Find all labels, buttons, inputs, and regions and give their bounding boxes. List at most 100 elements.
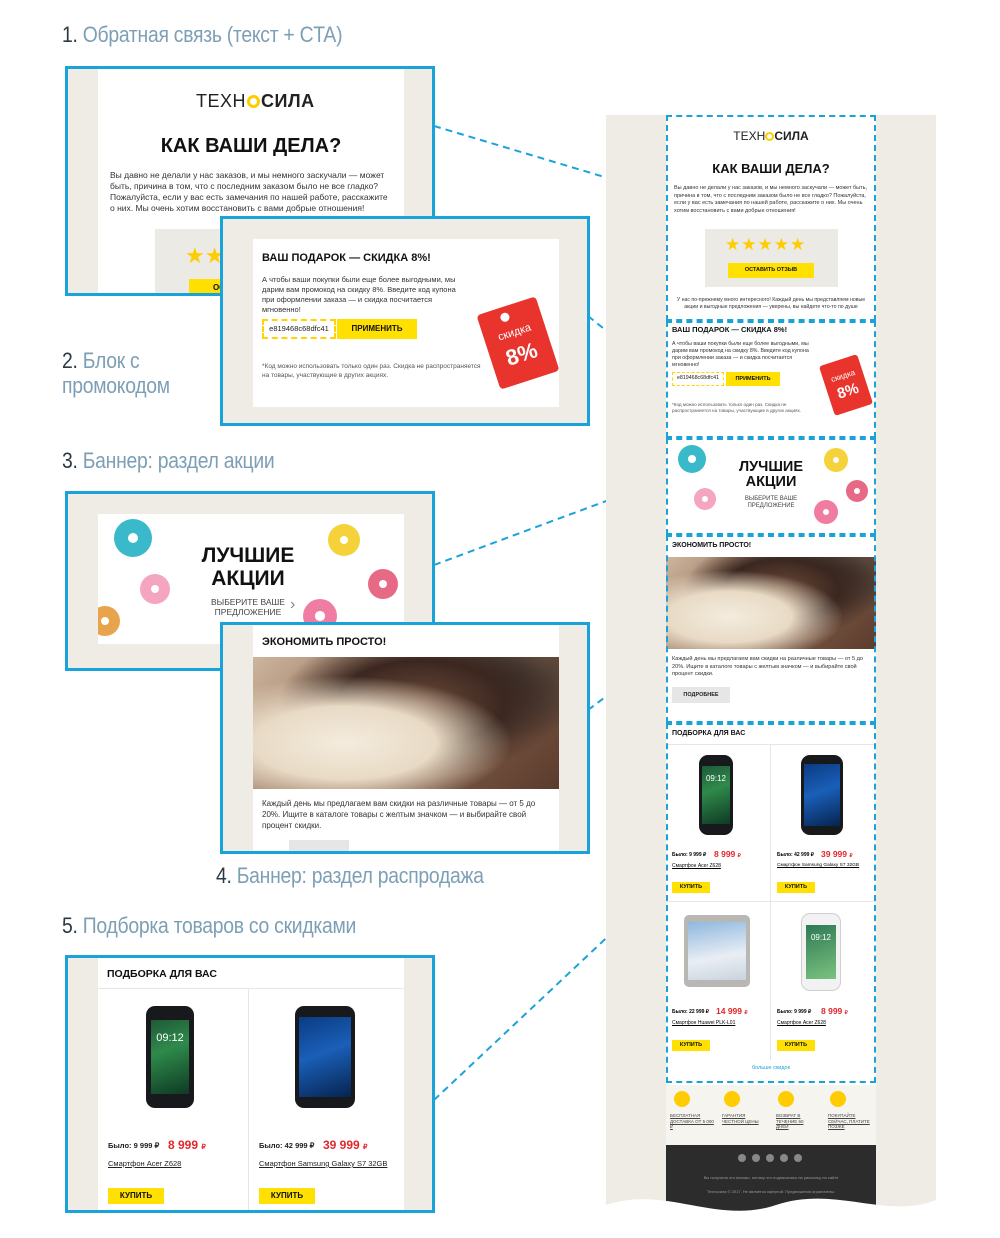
divider	[770, 744, 771, 1060]
rating-stars[interactable]: ★★★★★	[725, 235, 807, 254]
product-name-link[interactable]: Смартфон Acer Z628	[777, 1020, 826, 1026]
benefit-label[interactable]: БЕСПЛАТНАЯ ДОСТАВКА ОТ 5 000 ₽	[670, 1113, 714, 1129]
products-title: ПОДБОРКА ДЛЯ ВАС	[672, 730, 746, 737]
donut-icon	[694, 488, 716, 510]
section-outline-4	[666, 535, 876, 723]
promo-title: ВАШ ПОДАРОК — СКИДКА 8%!	[262, 252, 431, 264]
more-button[interactable]: ПОДРОБНЕЕ	[672, 687, 730, 703]
divider	[248, 988, 249, 1210]
more-discounts-link[interactable]: больше скидок	[751, 1065, 791, 1071]
product-price: 14 999 ₽	[716, 1006, 748, 1016]
mother-baby-photo	[253, 657, 559, 789]
product-old-price: Было: 42 999 ₽	[259, 1141, 315, 1150]
section-outline-5	[666, 723, 876, 1083]
product-price: 39 999 ₽	[323, 1138, 368, 1152]
product-card[interactable]: Было: 22 999 ₽ 14 999 ₽ Смартфон Huawei …	[666, 903, 770, 1059]
buy-button[interactable]: КУПИТЬ	[108, 1188, 164, 1204]
apply-code-button[interactable]: ПРИМЕНИТЬ	[726, 372, 780, 386]
phone-image	[684, 915, 750, 987]
twitter-icon[interactable]	[766, 1154, 774, 1162]
feedback-footer-text: У нас по-прежнему много интересного! Каж…	[676, 297, 866, 310]
sale-preview-frame: ЭКОНОМИТЬ ПРОСТО! Каждый день мы предлаг…	[220, 622, 590, 854]
sale-body: Каждый день мы предлагаем вам скидки на …	[262, 799, 536, 830]
feedback-body: Вы давно не делали у нас заказов, и мы н…	[110, 170, 388, 213]
product-card[interactable]: Было: 42 999 ₽ 39 999 ₽ Смартфон Samsung…	[249, 988, 404, 1210]
donut-icon	[98, 606, 120, 636]
buy-button[interactable]: КУПИТЬ	[777, 882, 815, 893]
donut-icon	[328, 524, 360, 556]
product-old-price: Было: 9 999 ₽	[672, 852, 707, 858]
chevron-right-icon[interactable]: ›	[290, 596, 296, 613]
section-label-3: 3. Баннер: раздел акции	[62, 448, 275, 473]
buy-button[interactable]: КУПИТЬ	[672, 882, 710, 893]
feedback-title: КАК ВАШИ ДЕЛА?	[712, 161, 830, 176]
phone-image: 09:12	[699, 755, 733, 835]
apply-code-button[interactable]: ПРИМЕНИТЬ	[337, 319, 417, 339]
donut-icon	[678, 445, 706, 473]
promo-email: ВАШ ПОДАРОК — СКИДКА 8%! А чтобы ваши по…	[253, 239, 559, 407]
sale-title: ЭКОНОМИТЬ ПРОСТО!	[672, 542, 752, 549]
mother-baby-photo	[666, 557, 876, 649]
promo-code-field[interactable]: e819468c68dfc41	[262, 319, 336, 339]
promo-note: *Код можно использовать только один раз.…	[262, 363, 481, 379]
section-outline-2	[666, 321, 876, 438]
phone-image: 09:12	[146, 1006, 194, 1108]
product-name-link[interactable]: Смартфон Samsung Galaxy S7 32GB	[777, 863, 860, 868]
donut-icon	[846, 480, 868, 502]
promo-note: *Код можно использовать только один раз.…	[672, 402, 802, 413]
youtube-icon[interactable]	[794, 1154, 802, 1162]
sale-email: ЭКОНОМИТЬ ПРОСТО! Каждый день мы предлаг…	[253, 625, 559, 851]
buy-button[interactable]: КУПИТЬ	[259, 1188, 315, 1204]
benefit-label[interactable]: ГАРАНТИЯ ЧЕСТНОЙ ЦЕНЫ	[722, 1113, 759, 1124]
facebook-icon[interactable]	[752, 1154, 760, 1162]
product-old-price: Было: 9 999 ₽	[108, 1141, 160, 1150]
sale-body: Каждый день мы предлагаем вам скидки на …	[672, 656, 864, 677]
product-name-link[interactable]: Смартфон Acer Z628	[672, 863, 721, 869]
more-button[interactable]	[289, 840, 349, 851]
donut-icon	[824, 448, 848, 472]
product-card[interactable]: Было: 42 999 ₽ 39 999 ₽ Смартфон Samsung…	[771, 745, 876, 901]
benefits-strip: БЕСПЛАТНАЯ ДОСТАВКА ОТ 5 000 ₽ ГАРАНТИЯ …	[666, 1085, 876, 1145]
buy-button[interactable]: КУПИТЬ	[672, 1040, 710, 1051]
product-name-link[interactable]: Смартфон Acer Z628	[108, 1159, 182, 1168]
price-guarantee-icon	[724, 1091, 740, 1107]
product-old-price: Было: 9 999 ₽	[777, 1009, 812, 1015]
product-card[interactable]: 09:12 Было: 9 999 ₽ 8 999 ₽ Смартфон Ace…	[98, 988, 248, 1210]
vk-icon[interactable]	[738, 1154, 746, 1162]
donut-icon	[114, 519, 152, 557]
promo-preview-frame: ВАШ ПОДАРОК — СКИДКА 8%! А чтобы ваши по…	[220, 216, 590, 426]
footer-text: Вы получили это письмо, потому что подпи…	[703, 1175, 839, 1180]
promo-code-field[interactable]: e819468c68dfc41	[672, 372, 724, 386]
discount-tag-icon: скидка 8%	[476, 296, 559, 390]
product-price: 8 999 ₽	[714, 849, 741, 859]
instagram-icon[interactable]	[780, 1154, 788, 1162]
benefit-label[interactable]: ВОЗВРАТ В ТЕЧЕНИЕ 60 ДНЕЙ	[776, 1113, 804, 1129]
credit-icon	[830, 1091, 846, 1107]
section-label-1: 1. Обратная связь (текст + CTA)	[62, 22, 343, 47]
feedback-body: Вы давно не делали у нас заказов, и мы н…	[674, 185, 868, 214]
benefit-label[interactable]: ПОКУПАЙТЕ СЕЙЧАС, ПЛАТИТЕ ПОЗЖЕ	[828, 1113, 870, 1129]
divider	[666, 744, 876, 745]
product-name-link[interactable]: Смартфон Samsung Galaxy S7 32GB	[259, 1159, 388, 1168]
product-card[interactable]: 09:12 Было: 9 999 ₽ 8 999 ₽ Смартфон Ace…	[771, 903, 876, 1059]
product-card[interactable]: 09:12 Было: 9 999 ₽ 8 999 ₽ Смартфон Ace…	[666, 745, 770, 901]
donut-icon	[368, 569, 398, 599]
products-email: ПОДБОРКА ДЛЯ ВАС 09:12 Было: 9 999 ₽ 8 9…	[98, 958, 404, 1210]
torn-edge	[606, 1198, 936, 1235]
promo-body: А чтобы ваши покупки были еще более выго…	[672, 341, 809, 368]
section-label-4: 4. Баннер: раздел распродажа	[216, 863, 484, 888]
leave-review-button[interactable]: ОСТАВИТЬ ОТЗЫВ	[728, 263, 814, 278]
promo-body: А чтобы ваши покупки были еще более выго…	[262, 275, 456, 314]
product-name-link[interactable]: Смартфон Huawei PLK-L01	[672, 1020, 736, 1026]
buy-button[interactable]: КУПИТЬ	[777, 1040, 815, 1051]
section-label-2: 2. Блок с промокодом	[62, 348, 170, 398]
